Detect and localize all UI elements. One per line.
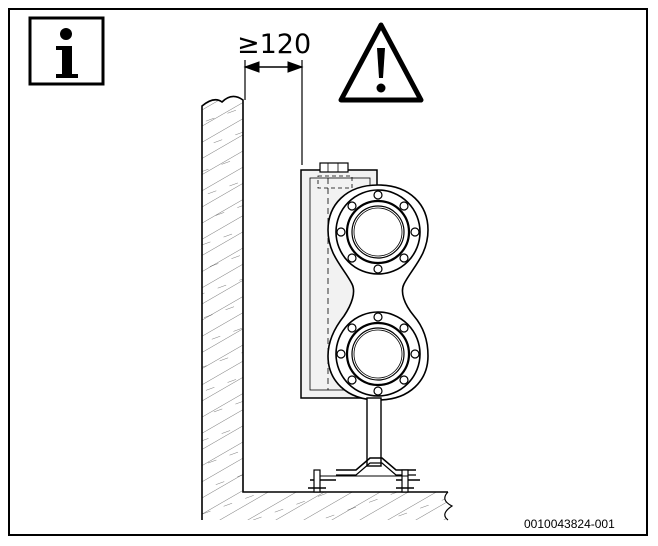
support-stand <box>308 397 420 493</box>
info-icon <box>28 16 105 86</box>
lower-flange <box>335 311 421 397</box>
dimension-label: ≥120 <box>237 29 311 60</box>
warning-triangle-icon <box>338 22 424 103</box>
wall-and-floor <box>201 95 454 521</box>
dimension-arrows <box>243 60 304 165</box>
upper-flange <box>335 189 421 275</box>
figure-code: 0010043824-001 <box>524 517 615 531</box>
